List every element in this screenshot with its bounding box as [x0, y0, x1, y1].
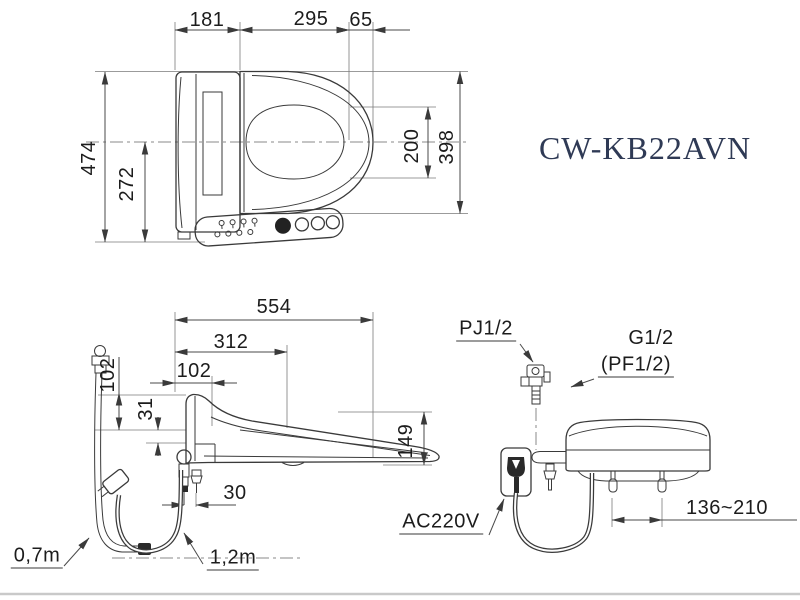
- dim-31: 31: [135, 397, 157, 421]
- rear-view-body: [565, 418, 711, 482]
- top-view-body: [175, 71, 241, 240]
- power-plug-cord: [97, 468, 184, 554]
- rear-view-arm: [531, 451, 566, 491]
- dim-149: 149: [395, 423, 417, 459]
- dim-102-horizontal: 102: [176, 360, 212, 382]
- dim-102-vertical: 102: [97, 357, 119, 393]
- label-hose-length: 0,7m: [10, 546, 64, 569]
- label-power-ac220v: AC220V: [399, 512, 483, 535]
- dim-200: 200: [401, 128, 423, 164]
- dim-30: 30: [223, 482, 247, 504]
- dim-181: 181: [189, 9, 225, 31]
- dim-272: 272: [116, 166, 138, 202]
- dim-398: 398: [436, 129, 458, 165]
- label-inlet-pj12: PJ1/2: [456, 319, 516, 342]
- model-name: CW-KB22AVN: [538, 130, 752, 166]
- mounting-bolts: [608, 470, 667, 493]
- dim-474: 474: [78, 140, 100, 176]
- dim-65: 65: [349, 9, 373, 31]
- dim-bolt-pitch: 136~210: [686, 497, 768, 519]
- label-thread-pf12: (PF1/2): [597, 355, 675, 378]
- control-panel: [194, 207, 344, 247]
- dim-295: 295: [293, 8, 329, 30]
- water-hose: [91, 345, 151, 555]
- dim-554: 554: [256, 296, 292, 318]
- panel-main-button: [274, 217, 291, 234]
- seat-opening-outline: [245, 104, 345, 180]
- dim-312: 312: [213, 331, 249, 353]
- side-view-seat: [185, 393, 440, 466]
- rear-view-outlet: [500, 447, 595, 553]
- label-thread-g12: G1/2: [628, 327, 674, 349]
- label-cord-length: 1,2m: [206, 548, 260, 571]
- rear-view-supply-fitting: [520, 364, 551, 450]
